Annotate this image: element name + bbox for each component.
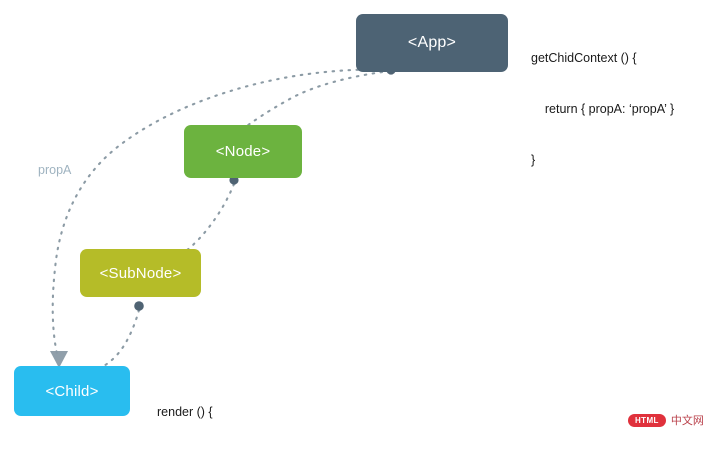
node-node-label: <Node>	[215, 143, 271, 160]
arrowhead-child	[50, 351, 68, 368]
watermark-text: 中文网	[670, 415, 704, 427]
edge-node-to-subnode	[181, 182, 236, 255]
code-snippet-render: render () { const appPropA = this.contex…	[157, 370, 373, 449]
node-subnode[interactable]: <SubNode>	[80, 249, 201, 297]
code-top-line-3: }	[531, 153, 536, 167]
node-node[interactable]: <Node>	[184, 125, 302, 178]
node-child[interactable]: <Child>	[14, 366, 130, 416]
node-app-label: <App>	[407, 34, 457, 51]
watermark: HTML 中文网	[628, 412, 704, 428]
code-bottom-line-1: render () {	[157, 405, 213, 419]
code-snippet-get-child-context: getChidContext () { return { propA: ‘pro…	[531, 16, 674, 203]
node-child-label: <Child>	[45, 382, 99, 400]
edge-subnode-to-child	[98, 308, 141, 370]
node-subnode-label: <SubNode>	[99, 264, 182, 282]
node-app[interactable]: <App>	[356, 14, 508, 72]
edge-app-to-node	[238, 69, 392, 133]
edge-app-to-child	[51, 68, 392, 356]
code-top-line-1: getChidContext () {	[531, 51, 637, 65]
code-top-line-2: return { propA: ‘propA’ }	[531, 102, 675, 116]
connector-dot-subnode	[134, 301, 144, 311]
watermark-badge: HTML	[628, 413, 666, 427]
edge-label-propa: propA	[38, 163, 72, 177]
